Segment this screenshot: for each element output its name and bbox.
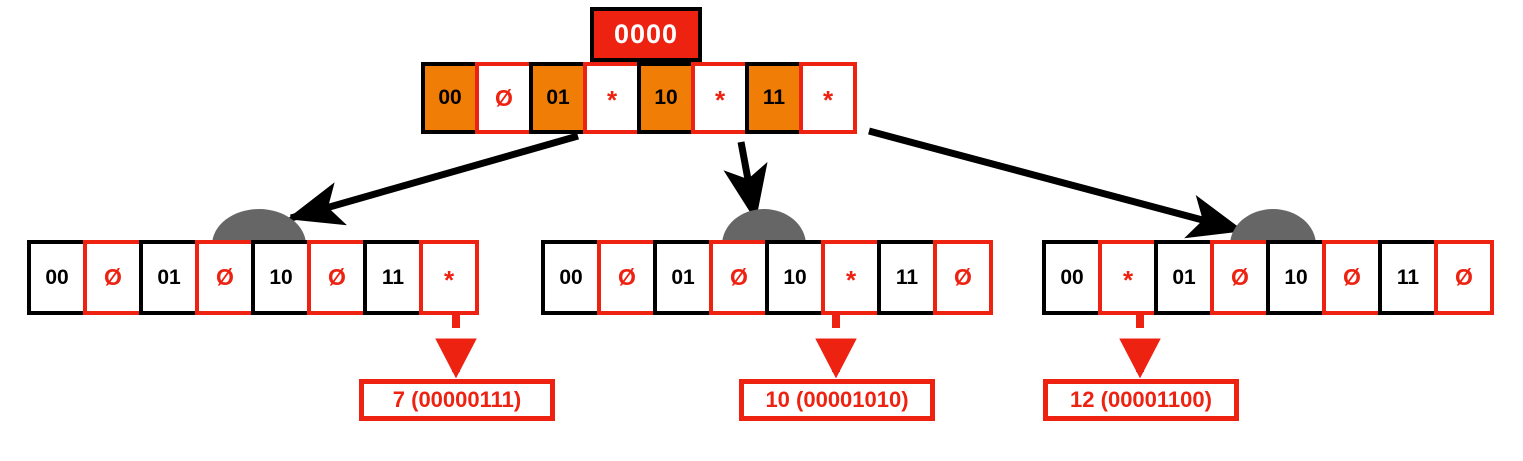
left-cell-val-0[interactable]: Ø — [83, 240, 143, 315]
middle-cell-key-11-text: 11 — [895, 265, 919, 289]
right-cell-key-01[interactable]: 01 — [1154, 240, 1214, 315]
empty-slot-icon: Ø — [1231, 264, 1249, 290]
empty-slot-icon: Ø — [618, 264, 636, 290]
right-cell-val-2[interactable]: Ø — [1322, 240, 1382, 315]
child-node-left: 00 Ø 01 Ø 10 Ø 11 * — [27, 240, 479, 315]
empty-slot-icon: Ø — [1343, 264, 1361, 290]
empty-slot-icon: Ø — [1455, 264, 1473, 290]
pointer-slot-icon: * — [443, 264, 455, 295]
left-cell-key-01[interactable]: 01 — [139, 240, 199, 315]
middle-cell-key-00[interactable]: 00 — [541, 240, 601, 315]
empty-slot-icon: Ø — [495, 84, 513, 111]
empty-slot-icon: Ø — [216, 264, 234, 290]
middle-cell-key-00-text: 00 — [559, 265, 583, 289]
left-cell-key-00-text: 00 — [45, 265, 69, 289]
right-cell-key-00[interactable]: 00 — [1042, 240, 1102, 315]
root-cell-key-11-text: 11 — [762, 86, 786, 109]
root-cell-key-10[interactable]: 10 — [637, 62, 695, 134]
right-cell-key-11[interactable]: 11 — [1378, 240, 1438, 315]
root-cell-val-3[interactable]: * — [799, 62, 857, 134]
right-cell-val-3[interactable]: Ø — [1434, 240, 1494, 315]
empty-slot-icon: Ø — [730, 264, 748, 290]
root-cell-key-00[interactable]: 00 — [421, 62, 479, 134]
middle-cell-val-3[interactable]: Ø — [933, 240, 993, 315]
middle-cell-key-01[interactable]: 01 — [653, 240, 713, 315]
pointer-slot-icon: * — [1122, 264, 1134, 295]
child-node-middle: 00 Ø 01 Ø 10 * 11 Ø — [541, 240, 993, 315]
left-cell-val-1[interactable]: Ø — [195, 240, 255, 315]
root-node: 00 Ø 01 * 10 * 11 * — [421, 62, 857, 134]
right-cell-key-00-text: 00 — [1060, 265, 1084, 289]
empty-slot-icon: Ø — [954, 264, 972, 290]
root-cell-key-01[interactable]: 01 — [529, 62, 587, 134]
root-cell-val-2[interactable]: * — [691, 62, 749, 134]
right-cell-key-11-text: 11 — [1396, 265, 1420, 289]
leaf-value-text-3: 12 (00001100) — [1070, 387, 1212, 412]
pointer-slot-icon: * — [845, 264, 857, 295]
leaf-value-text-1: 7 (00000111) — [392, 387, 522, 412]
root-cell-key-10-text: 10 — [654, 86, 678, 109]
right-cell-val-1[interactable]: Ø — [1210, 240, 1270, 315]
edge-root-to-right-child — [868, 127, 1245, 239]
edge-root-to-middle-child — [723, 141, 768, 222]
middle-cell-key-10-text: 10 — [783, 265, 807, 289]
middle-cell-key-01-text: 01 — [671, 265, 695, 289]
edge-root-to-left-child — [286, 132, 579, 226]
left-cell-key-11[interactable]: 11 — [363, 240, 423, 315]
middle-cell-val-1[interactable]: Ø — [709, 240, 769, 315]
leaf-value-box-3[interactable]: 12 (00001100) — [1043, 379, 1239, 421]
left-cell-key-00[interactable]: 00 — [27, 240, 87, 315]
right-cell-key-10[interactable]: 10 — [1266, 240, 1326, 315]
root-node-label: 0000 — [590, 7, 702, 62]
left-cell-key-11-text: 11 — [381, 265, 405, 289]
left-cell-key-01-text: 01 — [157, 265, 181, 289]
left-cell-val-2[interactable]: Ø — [307, 240, 367, 315]
middle-cell-val-2[interactable]: * — [821, 240, 881, 315]
root-cell-key-11[interactable]: 11 — [745, 62, 803, 134]
empty-slot-icon: Ø — [328, 264, 346, 290]
left-cell-val-3[interactable]: * — [419, 240, 479, 315]
right-cell-key-01-text: 01 — [1172, 265, 1196, 289]
middle-cell-val-0[interactable]: Ø — [597, 240, 657, 315]
root-cell-val-1[interactable]: * — [583, 62, 641, 134]
middle-cell-key-11[interactable]: 11 — [877, 240, 937, 315]
root-cell-key-01-text: 01 — [546, 86, 570, 109]
pointer-slot-icon: * — [606, 85, 618, 116]
root-node-label-text: 0000 — [613, 19, 679, 49]
left-cell-key-10-text: 10 — [269, 265, 293, 289]
leaf-value-text-2: 10 (00001010) — [765, 387, 909, 412]
right-cell-val-0[interactable]: * — [1098, 240, 1158, 315]
empty-slot-icon: Ø — [104, 264, 122, 290]
right-cell-key-10-text: 10 — [1284, 265, 1308, 289]
middle-cell-key-10[interactable]: 10 — [765, 240, 825, 315]
root-cell-val-0[interactable]: Ø — [475, 62, 533, 134]
leaf-value-box-2[interactable]: 10 (00001010) — [739, 379, 935, 421]
root-cell-key-00-text: 00 — [438, 86, 462, 109]
pointer-slot-icon: * — [714, 85, 726, 116]
pointer-slot-icon: * — [822, 85, 834, 116]
child-node-right: 00 * 01 Ø 10 Ø 11 Ø — [1042, 240, 1494, 315]
left-cell-key-10[interactable]: 10 — [251, 240, 311, 315]
leaf-value-box-1[interactable]: 7 (00000111) — [359, 379, 555, 421]
